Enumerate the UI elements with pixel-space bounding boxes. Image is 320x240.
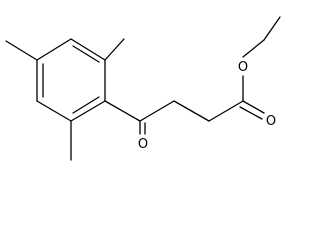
atom-labels: O O O <box>138 60 276 152</box>
chain-bond <box>208 100 244 122</box>
ester-oxygen-label: O <box>238 60 248 75</box>
methyl-bond-left <box>5 40 38 61</box>
ethyl-bond <box>263 16 281 41</box>
ring-double-bond <box>72 45 100 63</box>
ring-bond <box>70 100 106 122</box>
ketone-oxygen-label: O <box>138 137 148 152</box>
ester-double-bond <box>239 106 263 120</box>
methyl-groups <box>5 38 125 161</box>
ethyl-bond <box>242 39 265 58</box>
ring-bond <box>70 38 106 61</box>
aryl-carbonyl-bond <box>104 100 141 122</box>
ring-bond <box>36 38 72 61</box>
keto-ester-chain <box>104 16 281 135</box>
ester-carbonyl-oxygen-label: O <box>266 114 276 129</box>
chemical-structure-diagram: O O O <box>5 16 281 161</box>
aromatic-ring <box>36 38 106 122</box>
methyl-bond-top <box>104 38 125 61</box>
ring-double-bond <box>72 96 100 114</box>
ring-bond <box>36 100 72 122</box>
chain-bond <box>139 100 175 122</box>
chain-bond <box>173 100 210 122</box>
ester-double-bond <box>242 100 265 114</box>
